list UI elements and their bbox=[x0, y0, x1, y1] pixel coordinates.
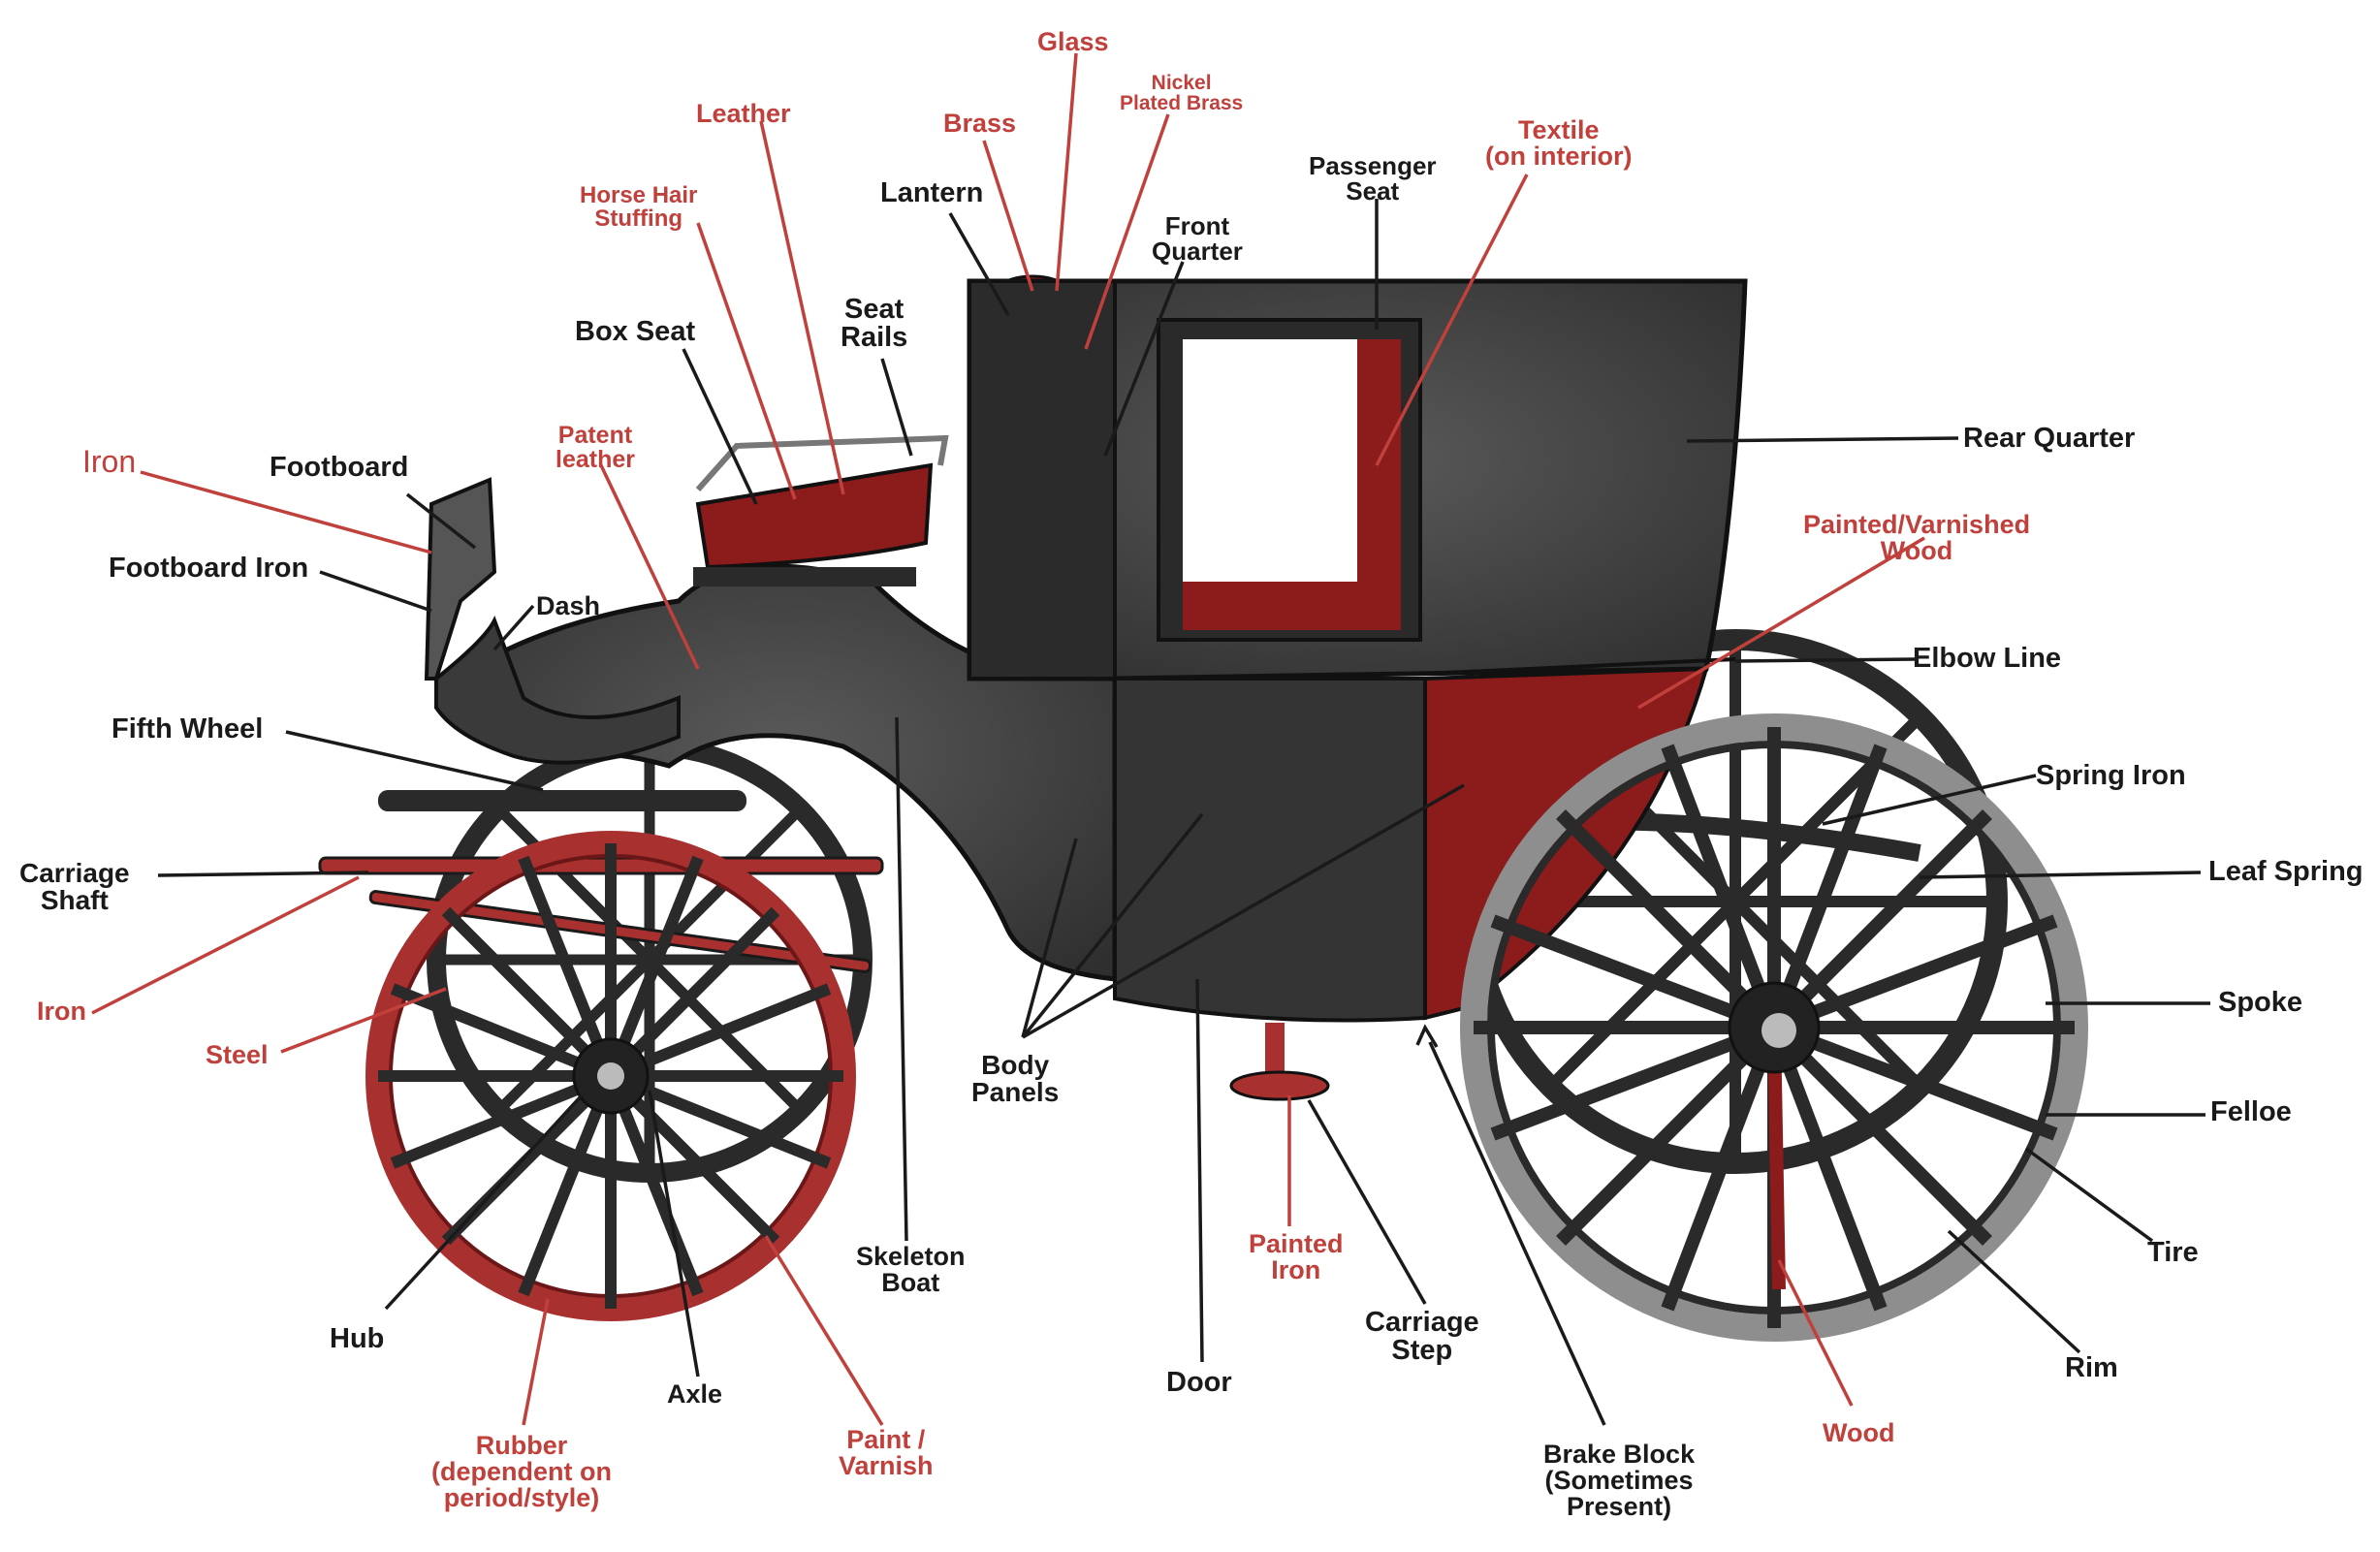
label-leather: Leather bbox=[696, 99, 791, 128]
label-horse-hair-stuffing: Horse Hair Stuffing bbox=[580, 182, 698, 232]
label-elbow-line: Elbow Line bbox=[1913, 643, 2062, 674]
label-tire: Tire bbox=[2147, 1237, 2199, 1268]
label-skeleton-boat: Skeleton Boat bbox=[856, 1242, 966, 1297]
label-leaf-spring: Leaf Spring bbox=[2208, 856, 2364, 887]
label-brass: Brass bbox=[943, 109, 1017, 138]
label-spring-iron: Spring Iron bbox=[2036, 760, 2186, 791]
label-carriage-shaft: Carriage Shaft bbox=[19, 858, 130, 915]
label-spoke: Spoke bbox=[2218, 987, 2303, 1018]
rear-wheel-near bbox=[1460, 713, 2088, 1342]
label-footboard: Footboard bbox=[270, 452, 409, 483]
label-glass: Glass bbox=[1037, 27, 1109, 56]
front-wheel-near bbox=[365, 831, 856, 1321]
label-hub: Hub bbox=[330, 1323, 385, 1354]
label-nickel-plated-brass: Nickel Plated Brass bbox=[1120, 72, 1244, 114]
label-paint-varnish: Paint / Varnish bbox=[839, 1425, 934, 1480]
label-lantern: Lantern bbox=[880, 177, 984, 208]
label-steel: Steel bbox=[206, 1040, 269, 1069]
label-felloe: Felloe bbox=[2210, 1096, 2292, 1127]
label-footboard-iron: Footboard Iron bbox=[109, 553, 309, 584]
label-carriage-step: Carriage Step bbox=[1365, 1307, 1479, 1366]
label-dash: Dash bbox=[536, 591, 601, 620]
label-rubber: Rubber (dependent on period/style) bbox=[431, 1431, 612, 1512]
label-textile: Textile (on interior) bbox=[1485, 115, 1633, 171]
label-iron-left: Iron bbox=[37, 997, 86, 1026]
label-painted-iron: Painted Iron bbox=[1249, 1229, 1344, 1284]
leader-lines bbox=[91, 52, 2210, 1426]
label-fifth-wheel: Fifth Wheel bbox=[111, 713, 264, 744]
label-axle: Axle bbox=[667, 1379, 723, 1409]
label-front-quarter: Front Quarter bbox=[1152, 211, 1243, 266]
label-box-seat: Box Seat bbox=[575, 316, 696, 347]
label-rear-quarter: Rear Quarter bbox=[1963, 423, 2136, 454]
label-painted-varnished-wood: Painted/Varnished Wood bbox=[1803, 510, 2031, 565]
label-wood: Wood bbox=[1823, 1418, 1895, 1447]
label-body-panels: Body Panels bbox=[971, 1050, 1060, 1107]
label-brake-block: Brake Block (Sometimes Present) bbox=[1543, 1440, 1696, 1521]
label-door: Door bbox=[1166, 1367, 1232, 1398]
label-seat-rails: Seat Rails bbox=[841, 294, 908, 353]
label-rim: Rim bbox=[2065, 1352, 2118, 1383]
label-iron-top: Iron bbox=[82, 444, 137, 479]
carriage-body bbox=[424, 274, 1748, 1101]
label-passenger-seat: Passenger Seat bbox=[1309, 151, 1437, 206]
label-patent-leather: Patent leather bbox=[555, 422, 635, 473]
